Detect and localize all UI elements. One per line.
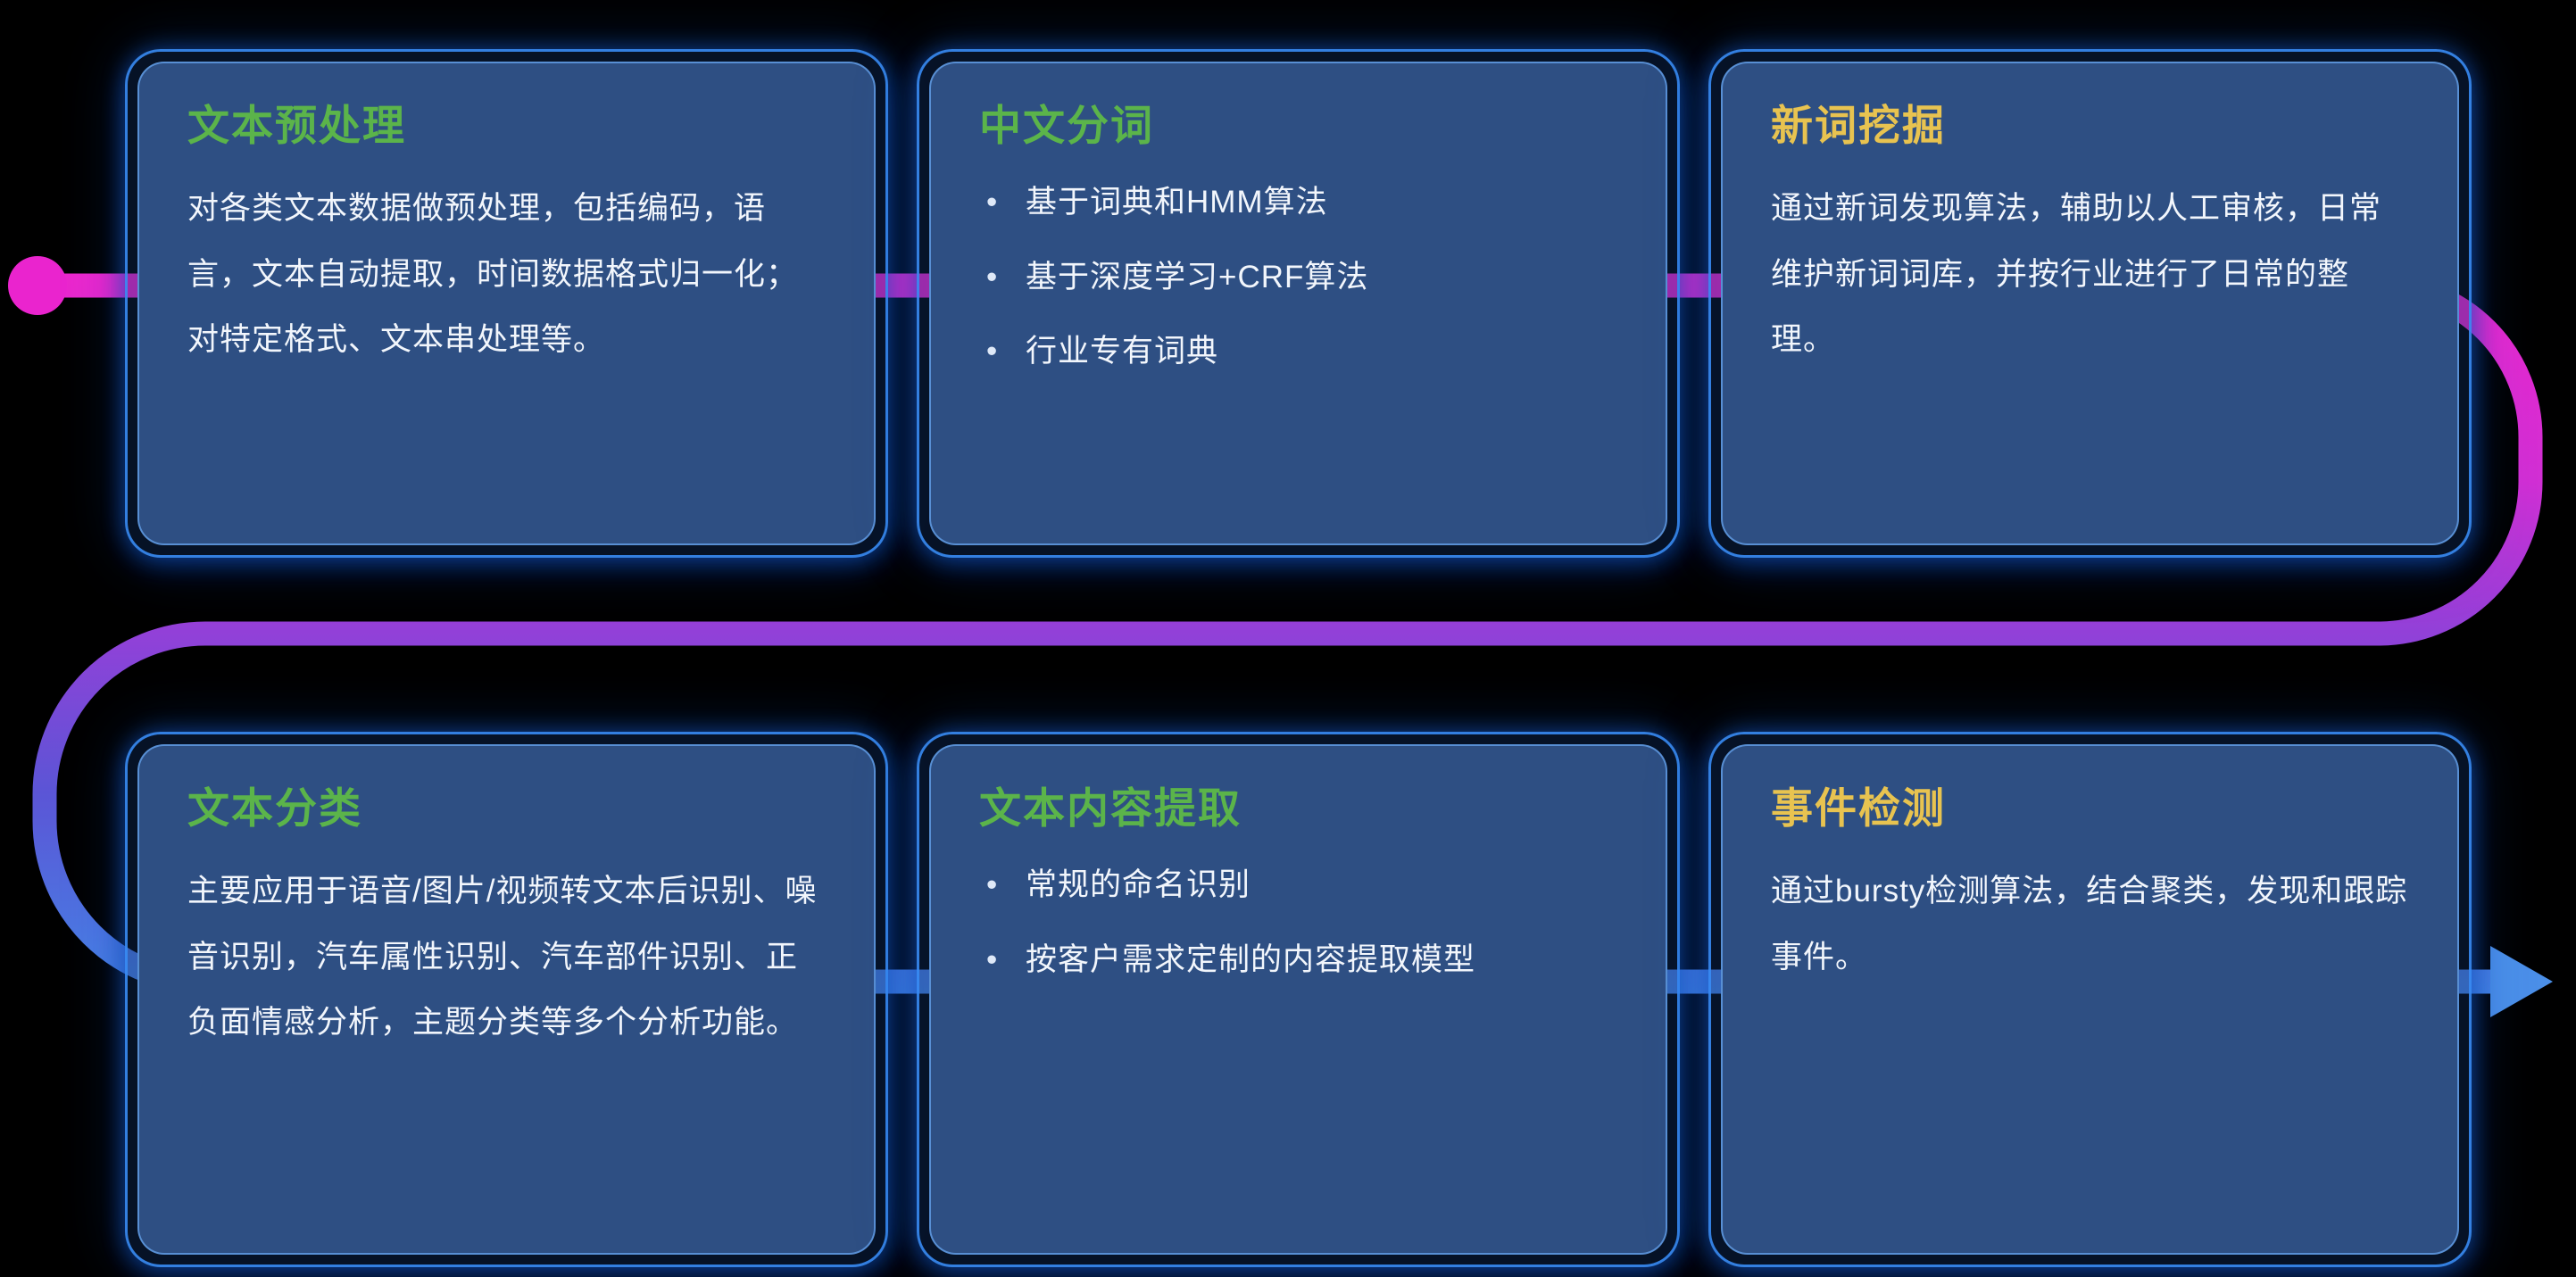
card-bullet-list: 基于词典和HMM算法 基于深度学习+CRF算法 行业专有词典 [979,176,1617,378]
card-inner: 文本预处理 对各类文本数据做预处理，包括编码，语言，文本自动提取，时间数据格式归… [137,62,876,545]
card-inner: 中文分词 基于词典和HMM算法 基于深度学习+CRF算法 行业专有词典 [929,62,1667,545]
flow-path [23,273,2543,994]
card-title: 文本预处理 [187,102,406,149]
card-body: 通过新词发现算法，辅助以人工审核，日常维护新词词库，并按行业进行了日常的整理。 [1771,191,2382,358]
card-inner: 事件检测 通过bursty检测算法，结合聚类，发现和跟踪事件。 [1721,744,2459,1255]
bullet-item: 常规的命名识别 [979,858,1617,912]
flow-start-dot-icon [8,256,67,315]
card-chinese-segmentation: 中文分词 基于词典和HMM算法 基于深度学习+CRF算法 行业专有词典 [917,49,1680,558]
card-body: 主要应用于语音/图片/视频转文本后识别、噪音识别，汽车属性识别、汽车部件识别、正… [187,874,818,1041]
card-title: 事件检测 [1771,784,1946,832]
bullet-item: 按客户需求定制的内容提取模型 [979,933,1617,987]
card-title: 中文分词 [979,102,1154,149]
flow-arrow-icon [2490,946,2553,1017]
bullet-item: 基于深度学习+CRF算法 [979,251,1617,304]
card-title: 新词挖掘 [1771,102,1946,149]
card-event-detection: 事件检测 通过bursty检测算法，结合聚类，发现和跟踪事件。 [1708,732,2472,1267]
card-inner: 新词挖掘 通过新词发现算法，辅助以人工审核，日常维护新词词库，并按行业进行了日常… [1721,62,2459,545]
card-new-word-mining: 新词挖掘 通过新词发现算法，辅助以人工审核，日常维护新词词库，并按行业进行了日常… [1708,49,2472,558]
card-title: 文本分类 [187,784,362,832]
card-title: 文本内容提取 [979,784,1242,832]
card-body: 通过bursty检测算法，结合聚类，发现和跟踪事件。 [1771,874,2408,974]
card-inner: 文本分类 主要应用于语音/图片/视频转文本后识别、噪音识别，汽车属性识别、汽车部… [137,744,876,1255]
bullet-item: 行业专有词典 [979,325,1617,378]
card-text-preprocessing: 文本预处理 对各类文本数据做预处理，包括编码，语言，文本自动提取，时间数据格式归… [125,49,888,558]
card-bullet-list: 常规的命名识别 按客户需求定制的内容提取模型 [979,858,1617,986]
card-inner: 文本内容提取 常规的命名识别 按客户需求定制的内容提取模型 [929,744,1667,1255]
card-body: 对各类文本数据做预处理，包括编码，语言，文本自动提取，时间数据格式归一化；对特定… [187,191,799,358]
card-text-classification: 文本分类 主要应用于语音/图片/视频转文本后识别、噪音识别，汽车属性识别、汽车部… [125,732,888,1267]
card-content-extraction: 文本内容提取 常规的命名识别 按客户需求定制的内容提取模型 [917,732,1680,1267]
bullet-item: 基于词典和HMM算法 [979,176,1617,229]
